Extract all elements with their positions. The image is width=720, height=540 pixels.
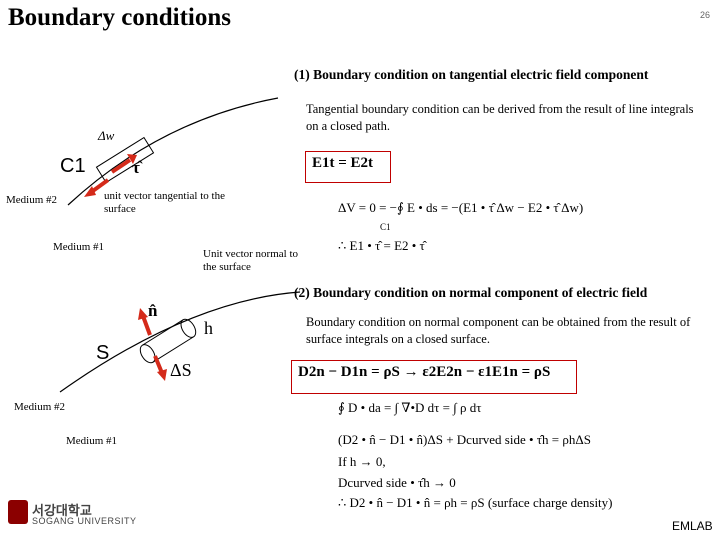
flux-equation: (D2 • n̂ − D1 • n̂)ΔS + Dcurved side • τ… — [338, 432, 591, 447]
line-integral-equation: ΔV = 0 = −∮ E • ds = −(E1 • τ̂ Δw − E2 •… — [338, 200, 584, 215]
emlab-label: EMLAB — [672, 519, 713, 533]
normal-result-equation: ∴ D2 • n̂ − D1 • n̂ = ρh = ρS (surface c… — [338, 495, 613, 510]
university-logo-subtext: SOGANG UNIVERSITY — [32, 516, 137, 526]
tangent-caption: unit vector tangential to the surface — [104, 190, 225, 215]
divergence-equation: ∮ D • da = ∫ ∇•D dτ = ∫ ρ dτ — [338, 400, 482, 415]
university-logo-text: 서강대학교 — [32, 503, 92, 518]
medium2-label-top: Medium #2 — [6, 194, 58, 206]
integral-subscript: C1 — [380, 222, 391, 232]
delta-s-label: ΔS — [170, 360, 192, 380]
limit-condition: If h → 0, — [338, 454, 386, 469]
red-arrow-down — [153, 355, 164, 374]
red-arrowhead-up — [138, 308, 148, 320]
red-arrowhead-left — [84, 186, 96, 197]
tangential-boxed-equation: E1t = E2t — [305, 151, 391, 183]
tangent-vector-label: τ̂ — [132, 158, 140, 177]
surface-label-s: S — [96, 342, 110, 364]
medium2-label-bottom: Medium #2 — [14, 401, 66, 413]
red-arrowhead-down — [157, 369, 167, 381]
red-arrowhead-right — [127, 154, 137, 164]
boundary-curve-2 — [59, 291, 301, 393]
path-label-c1: C1 — [60, 155, 86, 177]
normal-boxed-equation: D2n − D1n = ρS → ε2E2n − ε1E1n = ρS — [291, 360, 577, 394]
height-label: h — [204, 318, 213, 338]
red-arrow-right — [110, 158, 132, 174]
pillbox-cylinder — [139, 318, 197, 364]
university-logo-shield — [8, 500, 28, 524]
page-title: Boundary conditions — [8, 4, 231, 31]
section1-paragraph: Tangential boundary condition can be der… — [306, 102, 694, 133]
section2-paragraph: Boundary condition on normal component c… — [306, 315, 691, 346]
closed-path-rectangle — [95, 136, 155, 184]
section2-heading: (2) Boundary condition on normal compone… — [294, 285, 648, 300]
red-arrow-up — [141, 315, 152, 336]
medium1-label-bottom: Medium #1 — [66, 435, 118, 447]
medium1-label-top: Medium #1 — [53, 241, 105, 253]
tangential-result-equation: ∴ E1 • τ̂ = E2 • τ̂ — [338, 238, 425, 253]
section1-heading: (1) Boundary condition on tangential ele… — [294, 67, 649, 82]
boundary-curve-1 — [67, 97, 279, 206]
curved-side-limit: Dcurved side • τ̂h → 0 — [338, 475, 456, 490]
delta-w-label: Δw — [98, 128, 115, 143]
normal-vector-label: n̂ — [148, 301, 158, 320]
normal-caption: Unit vector normal to the surface — [203, 248, 299, 273]
page-number: 26 — [700, 10, 711, 20]
